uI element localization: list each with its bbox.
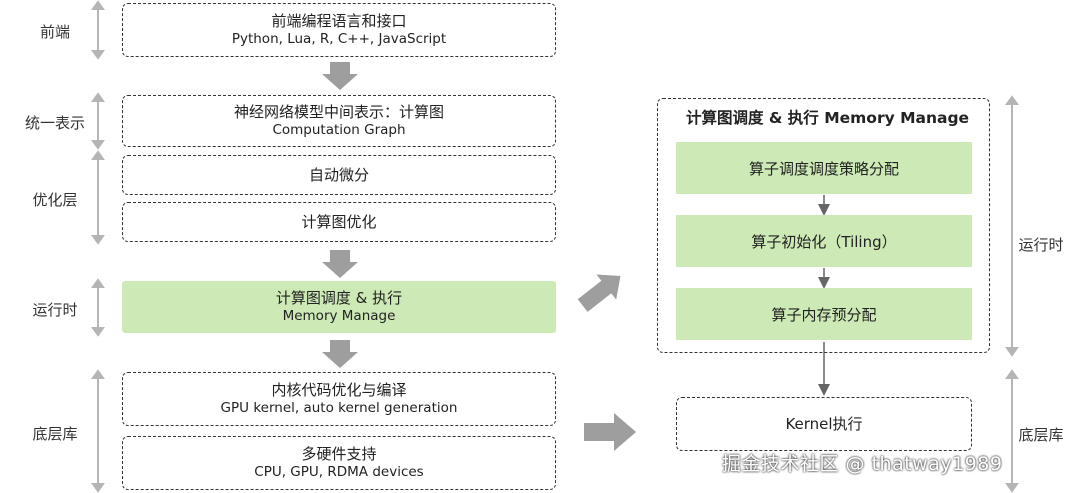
kernel-execute-label: Kernel执行 — [785, 414, 863, 433]
graph-title: 神经网络模型中间表示：计算图 — [233, 103, 444, 122]
down-arrows — [322, 62, 358, 368]
step-operator-init: 算子初始化（Tiling） — [676, 215, 972, 267]
kernel-optimization-box: 内核代码优化与编译 GPU kernel, auto kernel genera… — [122, 372, 556, 426]
schedule-title: 计算图调度 & 执行 — [275, 289, 403, 308]
schedule-execute-box: 计算图调度 & 执行 Memory Manage — [122, 281, 556, 333]
right-label-runtime: 运行时 — [1018, 236, 1064, 254]
kernel-execute-box: Kernel执行 — [676, 397, 972, 451]
step-memory-prealloc: 算子内存预分配 — [676, 288, 972, 340]
label-unified-representation: 统一表示 — [24, 114, 85, 132]
graph-subtitle: Computation Graph — [272, 121, 406, 138]
watermark: 掘金技术社区 @ thatway1989 — [722, 453, 1003, 475]
right-label-bottom-library: 底层库 — [1018, 426, 1064, 444]
graph-optimization-box: 计算图优化 — [122, 202, 556, 242]
label-optimization-layer: 优化层 — [32, 191, 78, 209]
label-runtime: 运行时 — [32, 301, 78, 319]
autodiff-box: 自动微分 — [122, 155, 556, 195]
label-frontend: 前端 — [39, 23, 70, 41]
left-brackets — [91, 0, 105, 493]
autodiff-title: 自动微分 — [308, 165, 369, 184]
right-arrow — [584, 413, 636, 451]
label-bottom-library: 底层库 — [32, 425, 78, 443]
computation-graph-box: 神经网络模型中间表示：计算图 Computation Graph — [122, 95, 556, 147]
graph-opt-title: 计算图优化 — [301, 212, 377, 231]
step-operator-scheduling: 算子调度调度策略分配 — [676, 142, 972, 194]
hardware-subtitle: CPU, GPU, RDMA devices — [254, 463, 424, 480]
hardware-title: 多硬件支持 — [301, 445, 377, 464]
frontend-subtitle: Python, Lua, R, C++, JavaScript — [231, 30, 447, 47]
detail-container — [657, 98, 990, 353]
hardware-support-box: 多硬件支持 CPU, GPU, RDMA devices — [122, 436, 556, 490]
detail-title: 计算图调度 & 执行 Memory Manage — [686, 109, 970, 127]
kernel-opt-title: 内核代码优化与编译 — [271, 381, 407, 400]
diagonal-arrow — [577, 274, 621, 312]
frontend-box: 前端编程语言和接口 Python, Lua, R, C++, JavaScrip… — [122, 3, 556, 57]
schedule-subtitle: Memory Manage — [282, 307, 396, 324]
frontend-title: 前端编程语言和接口 — [271, 12, 407, 31]
right-brackets — [1005, 95, 1019, 493]
kernel-opt-subtitle: GPU kernel, auto kernel generation — [220, 399, 458, 416]
